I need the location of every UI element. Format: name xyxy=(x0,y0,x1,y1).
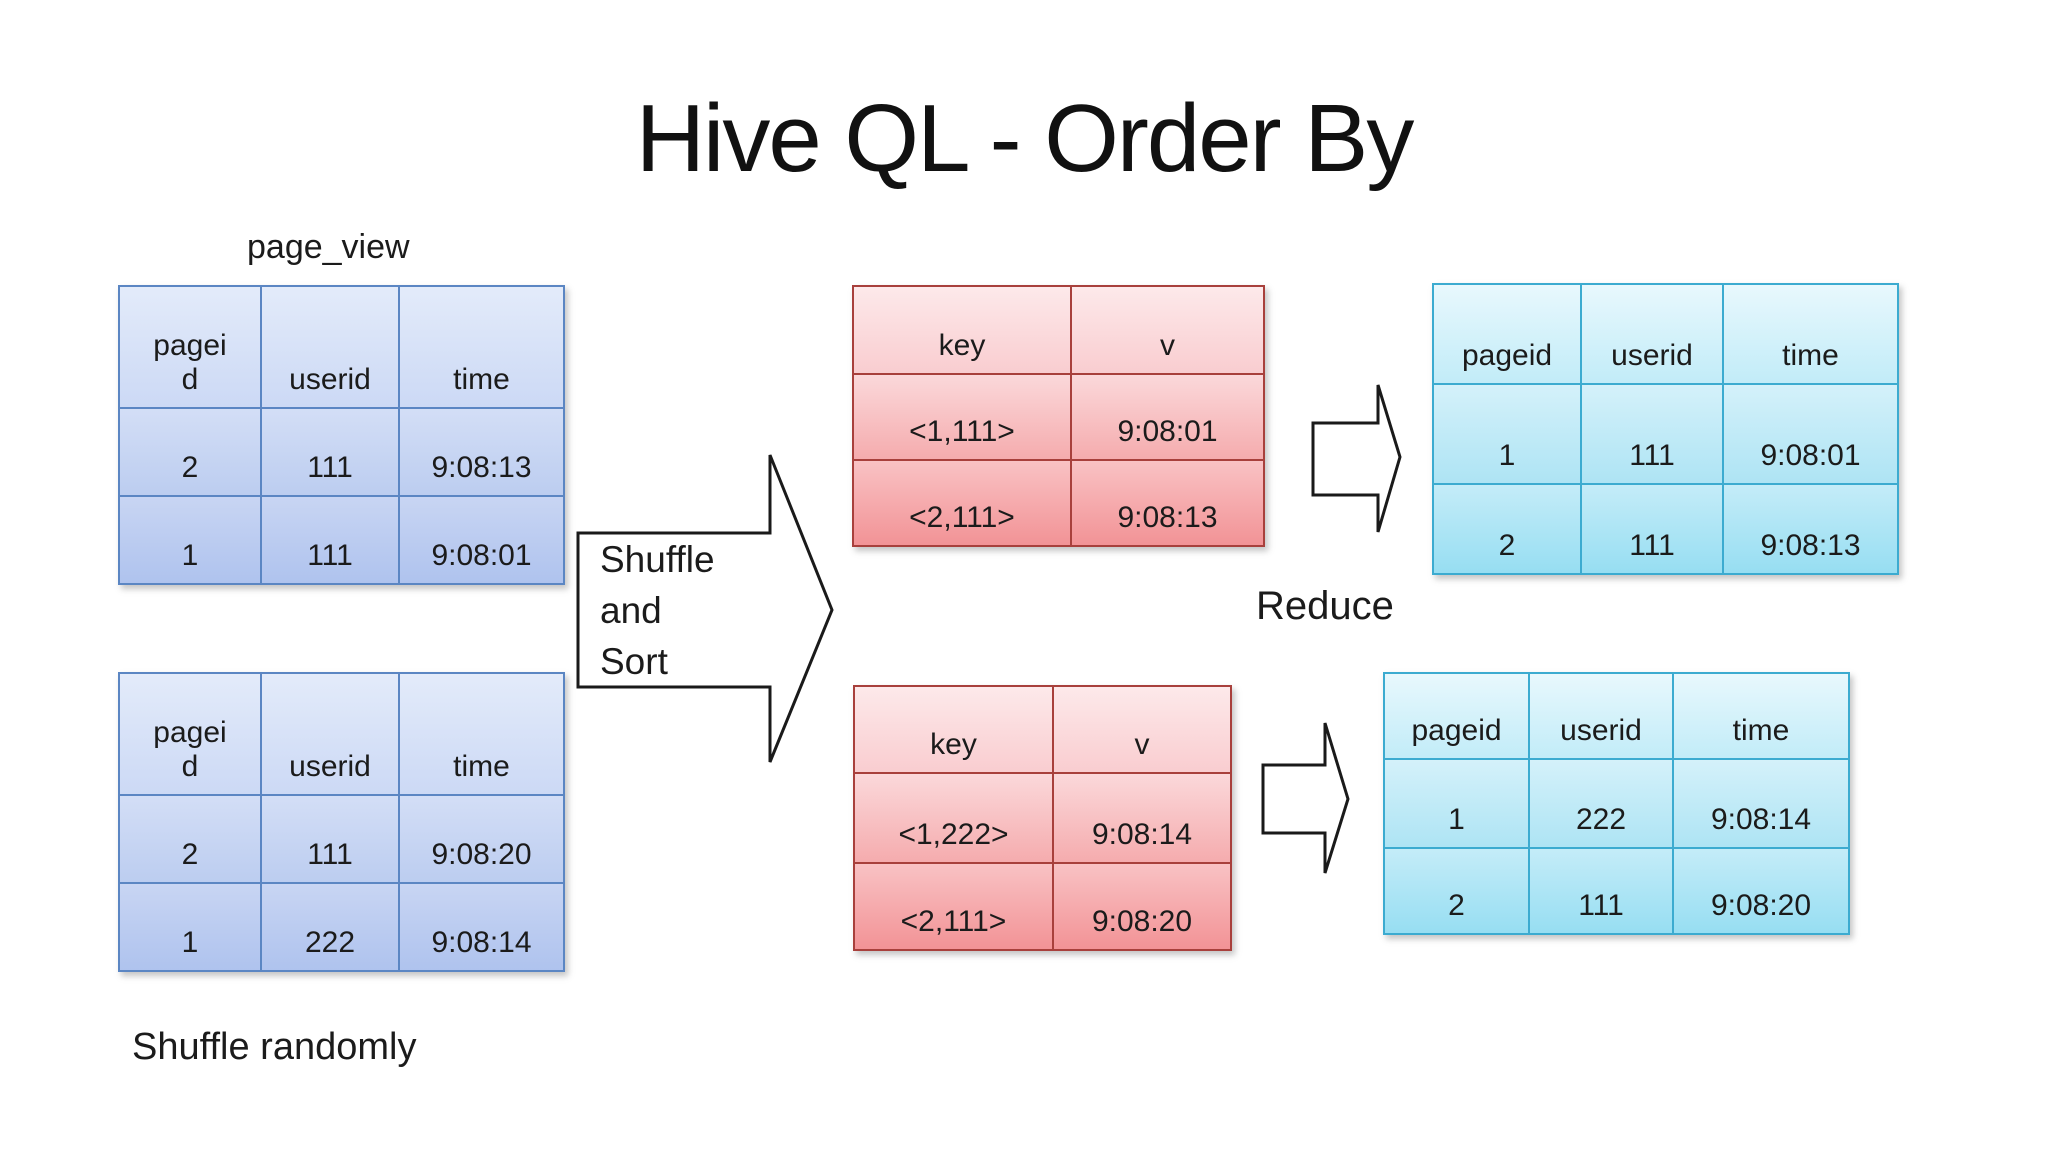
shuffle-sort-label: Shuffle and Sort xyxy=(600,539,715,682)
table-cell: 111 xyxy=(1580,483,1724,575)
column-header: pageid xyxy=(1432,283,1582,385)
table-cell: 9:08:01 xyxy=(398,495,565,585)
column-header: v xyxy=(1070,285,1265,375)
column-header-label: pageid xyxy=(153,716,227,783)
shuffle-sort-arrow-icon xyxy=(576,454,834,763)
table-cell: 9:08:20 xyxy=(398,794,565,884)
column-header: pageid xyxy=(1383,672,1530,760)
table-cell: <1,111> xyxy=(852,373,1072,461)
table-cell: 1 xyxy=(118,495,262,585)
column-header: pageid xyxy=(118,672,262,796)
table-cell: 9:08:13 xyxy=(1070,459,1265,547)
table-row: 2 111 9:08:13 xyxy=(1432,483,1899,575)
table-cell: <2,111> xyxy=(853,862,1054,951)
column-header: userid xyxy=(260,285,400,409)
table-cell: 222 xyxy=(260,882,400,972)
block-arrow-shape xyxy=(1311,384,1402,533)
table-cell: 111 xyxy=(1580,383,1724,485)
table-header-row: pageid userid time xyxy=(118,285,565,409)
table-row: 1 222 9:08:14 xyxy=(118,882,565,972)
column-header: time xyxy=(1722,283,1899,385)
table-cell: <2,111> xyxy=(852,459,1072,547)
table-header-row: key v xyxy=(852,285,1265,375)
table-row: 2 111 9:08:20 xyxy=(118,794,565,884)
table-row: 2 111 9:08:20 xyxy=(1383,847,1850,935)
column-header: time xyxy=(398,672,565,796)
page-view-table-bottom: pageid userid time 2 111 9:08:20 1 222 9… xyxy=(118,672,565,972)
table-row: <1,111> 9:08:01 xyxy=(852,373,1265,461)
column-header: v xyxy=(1052,685,1232,774)
table-row: 1 111 9:08:01 xyxy=(1432,383,1899,485)
table-cell: 111 xyxy=(260,495,400,585)
reduce-result-table-bottom: pageid userid time 1 222 9:08:14 2 111 9… xyxy=(1383,672,1850,935)
table-row: <2,111> 9:08:13 xyxy=(852,459,1265,547)
block-arrow-shape xyxy=(1261,722,1350,874)
column-header: userid xyxy=(1580,283,1724,385)
table-cell: 2 xyxy=(118,794,262,884)
reduce-result-table-top: pageid userid time 1 111 9:08:01 2 111 9… xyxy=(1432,283,1899,575)
shuffle-randomly-label: Shuffle randomly xyxy=(132,1026,417,1068)
column-header: time xyxy=(398,285,565,409)
table-cell: 9:08:14 xyxy=(1672,758,1850,849)
table-cell: 9:08:20 xyxy=(1052,862,1232,951)
page-view-table-top: pageid userid time 2 111 9:08:13 1 111 9… xyxy=(118,285,565,585)
table-cell: 9:08:01 xyxy=(1722,383,1899,485)
slide-title: Hive QL - Order By xyxy=(635,85,1415,192)
table-row: <1,222> 9:08:14 xyxy=(853,772,1232,864)
table-header-row: pageid userid time xyxy=(1432,283,1899,385)
table-row: 1 111 9:08:01 xyxy=(118,495,565,585)
table-cell: 1 xyxy=(118,882,262,972)
column-header: userid xyxy=(1528,672,1674,760)
table-cell: 9:08:13 xyxy=(1722,483,1899,575)
table-row: 1 222 9:08:14 xyxy=(1383,758,1850,849)
block-arrow-shape xyxy=(576,454,834,763)
table-header-row: pageid userid time xyxy=(1383,672,1850,760)
shuffle-kv-table-bottom: key v <1,222> 9:08:14 <2,111> 9:08:20 xyxy=(853,685,1232,951)
table-cell: 2 xyxy=(1432,483,1582,575)
column-header: userid xyxy=(260,672,400,796)
shuffle-kv-table-top: key v <1,111> 9:08:01 <2,111> 9:08:13 xyxy=(852,285,1265,547)
table-cell: 111 xyxy=(260,407,400,497)
table-cell: 9:08:20 xyxy=(1672,847,1850,935)
reduce-arrow-bottom-icon xyxy=(1261,722,1350,874)
table-cell: 9:08:14 xyxy=(1052,772,1232,864)
column-header: pageid xyxy=(118,285,262,409)
reduce-arrow-top-icon xyxy=(1311,384,1402,533)
table-cell: 9:08:14 xyxy=(398,882,565,972)
table-row: <2,111> 9:08:20 xyxy=(853,862,1232,951)
page-view-table-label: page_view xyxy=(247,228,410,266)
table-cell: 2 xyxy=(1383,847,1530,935)
column-header-label: pageid xyxy=(153,329,227,396)
table-cell: 1 xyxy=(1383,758,1530,849)
table-cell: 111 xyxy=(1528,847,1674,935)
table-cell: 111 xyxy=(260,794,400,884)
table-cell: 2 xyxy=(118,407,262,497)
column-header: key xyxy=(852,285,1072,375)
table-row: 2 111 9:08:13 xyxy=(118,407,565,497)
table-header-row: pageid userid time xyxy=(118,672,565,796)
column-header: time xyxy=(1672,672,1850,760)
table-cell: 9:08:13 xyxy=(398,407,565,497)
column-header: key xyxy=(853,685,1054,774)
reduce-label: Reduce xyxy=(1256,584,1394,628)
table-header-row: key v xyxy=(853,685,1232,774)
table-cell: 222 xyxy=(1528,758,1674,849)
table-cell: 9:08:01 xyxy=(1070,373,1265,461)
table-cell: 1 xyxy=(1432,383,1582,485)
table-cell: <1,222> xyxy=(853,772,1054,864)
